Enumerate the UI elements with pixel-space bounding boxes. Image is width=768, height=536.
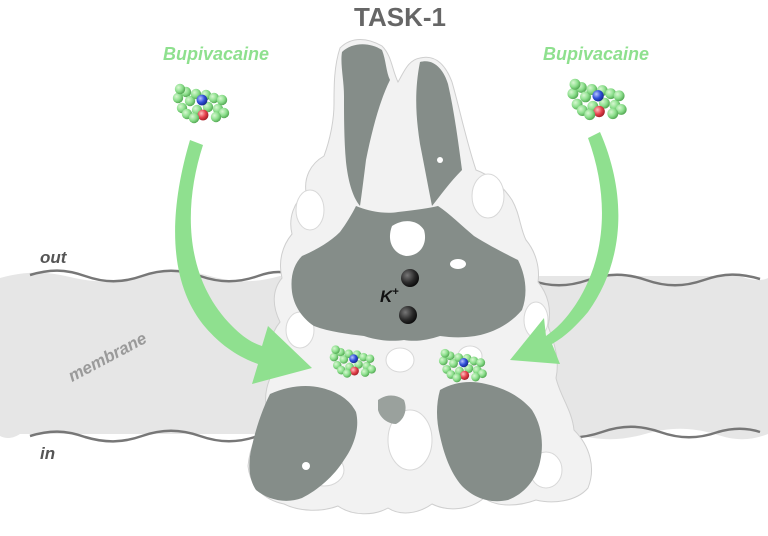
in-label: in <box>40 444 55 463</box>
left-arrow-curved-icon <box>175 140 312 384</box>
ion-charge: + <box>392 286 399 298</box>
right-arrow-curved-icon <box>510 132 619 364</box>
membrane-top-line <box>29 269 761 287</box>
ion-symbol: K <box>380 287 394 306</box>
drug-label-right: Bupivacaine <box>543 44 649 64</box>
bupivacaine-molecule-right-icon <box>567 78 627 121</box>
bupivacaine-molecule-left-icon <box>172 83 230 124</box>
surface-texture <box>285 173 563 489</box>
membrane-bottom-line <box>29 425 761 443</box>
potassium-ion-upper <box>401 269 419 287</box>
out-label: out <box>40 248 68 267</box>
potassium-ion-label: K+ <box>380 286 399 306</box>
potassium-ion-lower <box>399 306 417 324</box>
diagram-title: TASK-1 <box>354 2 446 32</box>
cavities <box>302 157 466 470</box>
drug-label-left: Bupivacaine <box>163 44 269 64</box>
